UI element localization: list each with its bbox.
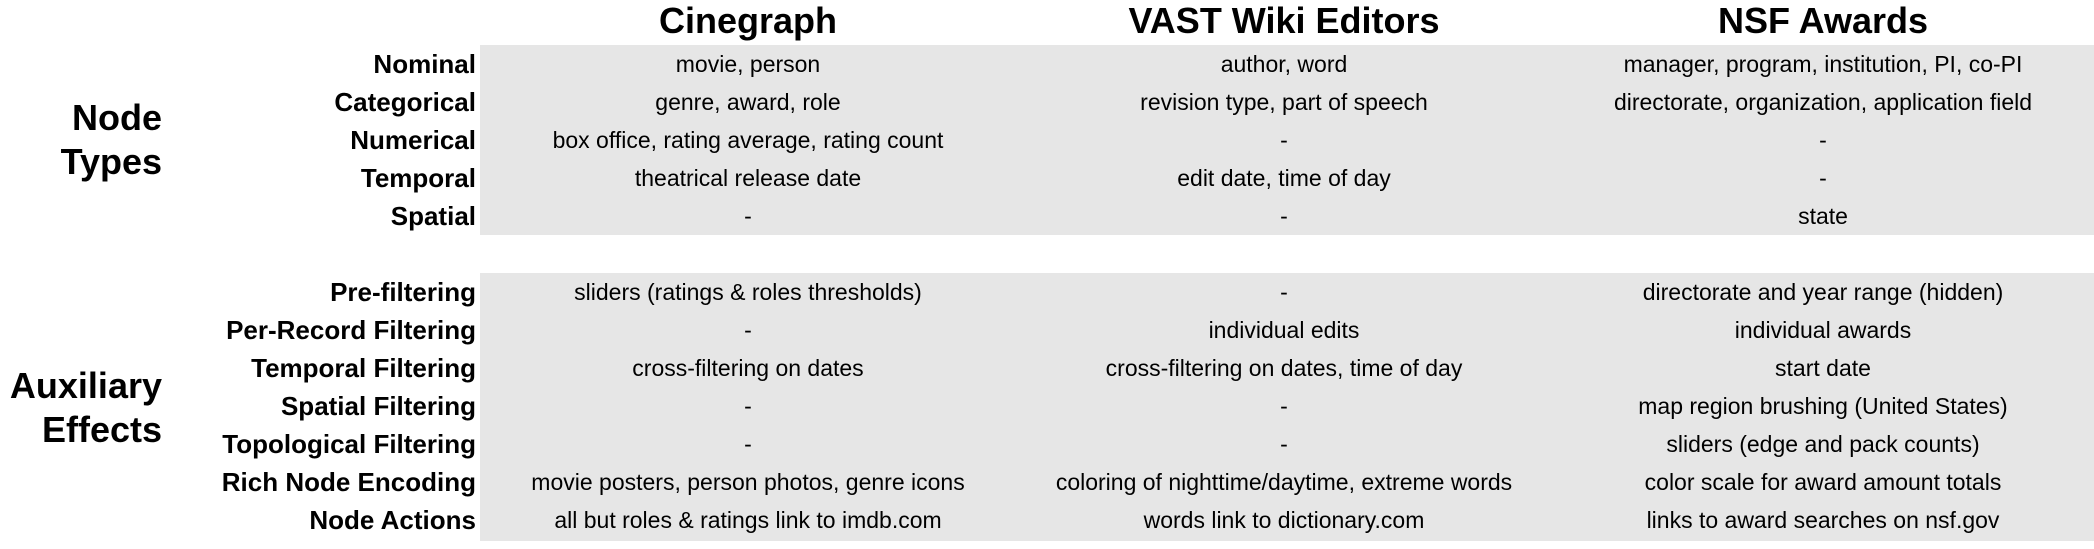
table-cell: movie, person xyxy=(675,51,821,77)
row-label: Topological Filtering xyxy=(222,429,476,459)
group-title-auxiliary-effects: Auxiliary Effects xyxy=(0,364,162,452)
row-label: Categorical xyxy=(334,87,476,117)
table-cell: - xyxy=(1819,165,1827,191)
table-row: Node Actions all but roles & ratings lin… xyxy=(0,501,2094,539)
group-title-line: Node xyxy=(72,97,162,138)
table-cell: - xyxy=(1280,279,1288,305)
column-header-vast-wiki-editors: VAST Wiki Editors xyxy=(1128,0,1440,41)
row-label: Temporal Filtering xyxy=(251,353,476,383)
table-cell: color scale for award amount totals xyxy=(1644,469,2002,495)
table-row: Pre-filtering sliders (ratings & roles t… xyxy=(0,273,2094,311)
table-row: Spatial Filtering - - map region brushin… xyxy=(0,387,2094,425)
row-label: Nominal xyxy=(373,49,476,79)
table-cell: genre, award, role xyxy=(655,89,841,115)
table-cell: coloring of nighttime/daytime, extreme w… xyxy=(1055,469,1513,495)
table-cell: words link to dictionary.com xyxy=(1143,507,1425,533)
row-label: Temporal xyxy=(360,163,476,193)
group-title-line: Effects xyxy=(41,409,162,450)
table-cell: sliders (edge and pack counts) xyxy=(1666,431,1980,457)
table-cell: state xyxy=(1798,203,1848,229)
table-cell: theatrical release date xyxy=(634,165,862,191)
row-label: Spatial Filtering xyxy=(280,391,476,421)
table-row: Spatial - - state xyxy=(0,197,2094,235)
table-cell: - xyxy=(744,317,752,343)
table-cell: cross-filtering on dates, time of day xyxy=(1105,355,1463,381)
group-title-line: Types xyxy=(60,141,162,182)
table-cell: individual awards xyxy=(1734,317,1912,343)
table-cell: - xyxy=(744,431,752,457)
table-cell: - xyxy=(744,393,752,419)
row-label: Rich Node Encoding xyxy=(221,467,476,497)
table-cell: directorate, organization, application f… xyxy=(1613,89,2033,115)
group-title-node-types: Node Types xyxy=(0,96,162,184)
table-cell: sliders (ratings & roles thresholds) xyxy=(574,279,922,305)
node-types-shading xyxy=(480,45,2094,235)
table-cell: - xyxy=(1819,127,1827,153)
row-label: Node Actions xyxy=(309,505,476,535)
table-cell: revision type, part of speech xyxy=(1140,89,1428,115)
table-row: Nominal movie, person author, word manag… xyxy=(0,45,2094,83)
table-cell: all but roles & ratings link to imdb.com xyxy=(554,507,942,533)
table-row: Per-Record Filtering - individual edits … xyxy=(0,311,2094,349)
table-cell: - xyxy=(744,203,752,229)
table-cell: map region brushing (United States) xyxy=(1638,393,2008,419)
row-label: Pre-filtering xyxy=(330,277,476,307)
row-label: Spatial xyxy=(390,201,476,231)
auxiliary-effects-shading xyxy=(480,273,2094,541)
table-row: Temporal Filtering cross-filtering on da… xyxy=(0,349,2094,387)
column-header-nsf-awards: NSF Awards xyxy=(1717,0,1929,41)
table-cell: - xyxy=(1280,203,1288,229)
table-cell: - xyxy=(1280,431,1288,457)
row-label: Numerical xyxy=(350,125,476,155)
table-cell: - xyxy=(1280,393,1288,419)
column-header-cinegraph: Cinegraph xyxy=(658,0,837,41)
table-cell: directorate and year range (hidden) xyxy=(1642,279,2004,305)
table-cell: author, word xyxy=(1220,51,1348,77)
table-cell: box office, rating average, rating count xyxy=(552,127,944,153)
table-cell: movie posters, person photos, genre icon… xyxy=(531,469,965,495)
table-cell: manager, program, institution, PI, co-PI xyxy=(1623,51,2023,77)
row-label: Per-Record Filtering xyxy=(226,315,476,345)
table-row: Categorical genre, award, role revision … xyxy=(0,83,2094,121)
table-cell: links to award searches on nsf.gov xyxy=(1646,507,2000,533)
table-cell: edit date, time of day xyxy=(1177,165,1391,191)
group-title-line: Auxiliary xyxy=(9,365,162,406)
table-cell: start date xyxy=(1775,355,1871,381)
table-cell: individual edits xyxy=(1208,317,1360,343)
table-row: Numerical box office, rating average, ra… xyxy=(0,121,2094,159)
table-row: Rich Node Encoding movie posters, person… xyxy=(0,463,2094,501)
table-row: Temporal theatrical release date edit da… xyxy=(0,159,2094,197)
table-row: Topological Filtering - - sliders (edge … xyxy=(0,425,2094,463)
table-cell: cross-filtering on dates xyxy=(632,355,864,381)
table-cell: - xyxy=(1280,127,1288,153)
